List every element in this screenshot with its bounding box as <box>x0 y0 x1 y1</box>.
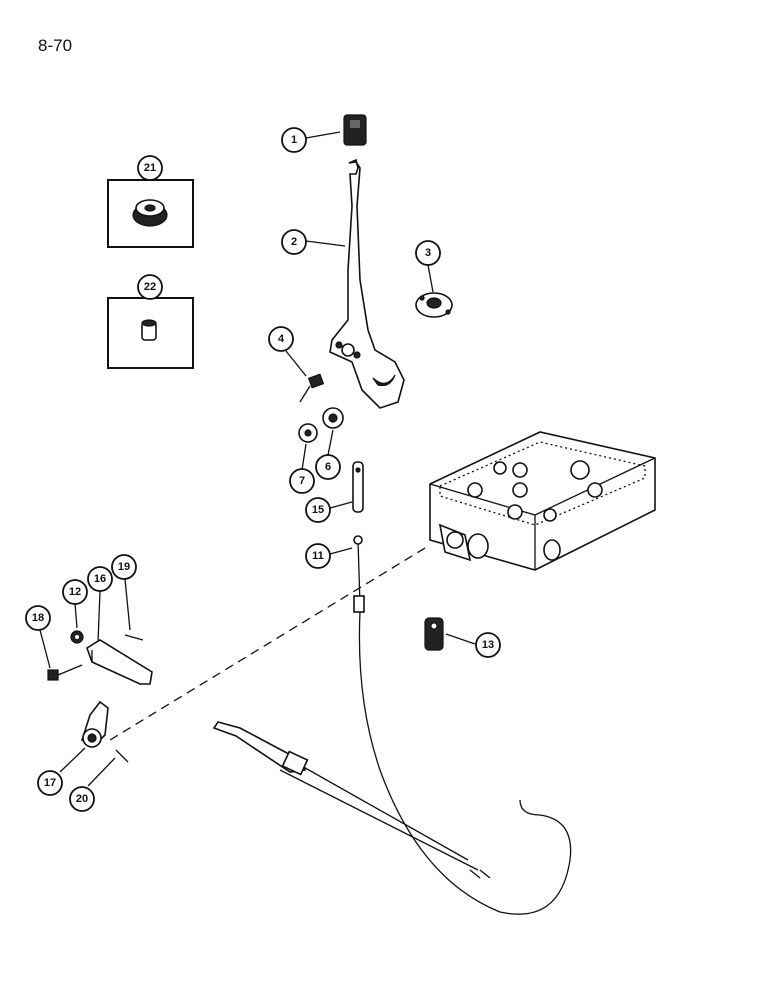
callout-18: 18 <box>25 605 51 631</box>
callout-20: 20 <box>69 786 95 812</box>
side-bolt <box>47 664 83 681</box>
svg-text:19: 19 <box>118 561 130 573</box>
callout-15: 15 <box>305 497 331 523</box>
link-plate <box>352 461 364 513</box>
callout-13: 13 <box>475 632 501 658</box>
lock-washer <box>322 407 344 429</box>
callouts: 1 2 3 4 6 7 11 12 13 15 16 17 18 19 20 2… <box>25 127 501 812</box>
inset-box-22 <box>107 297 194 369</box>
svg-text:6: 6 <box>325 461 331 473</box>
svg-text:2: 2 <box>291 236 297 248</box>
callout-4: 4 <box>268 326 294 352</box>
svg-text:12: 12 <box>69 586 81 598</box>
plug <box>424 617 444 651</box>
callout-3: 3 <box>415 240 441 266</box>
pin <box>124 634 144 641</box>
svg-text:16: 16 <box>94 573 106 585</box>
lever-clamp <box>81 700 109 748</box>
bracket <box>86 639 153 685</box>
callout-2: 2 <box>281 229 307 255</box>
callout-7: 7 <box>289 468 315 494</box>
svg-text:17: 17 <box>44 777 56 789</box>
svg-text:11: 11 <box>312 550 324 562</box>
callout-1: 1 <box>281 127 307 153</box>
svg-text:22: 22 <box>144 281 156 293</box>
svg-text:15: 15 <box>312 504 324 516</box>
inset-box-21 <box>107 179 194 248</box>
nut <box>70 630 84 644</box>
control-lever <box>329 158 405 409</box>
callout-21: 21 <box>137 155 163 181</box>
callout-12: 12 <box>62 579 88 605</box>
page-number: 8-70 <box>38 36 73 55</box>
alignment-line <box>109 544 431 741</box>
svg-text:13: 13 <box>482 639 494 651</box>
roll-pin <box>115 749 129 763</box>
svg-text:3: 3 <box>425 247 431 259</box>
lever-knob <box>343 114 367 146</box>
svg-text:21: 21 <box>144 162 156 174</box>
flange-bushing <box>415 292 453 318</box>
svg-text:1: 1 <box>291 134 297 146</box>
svg-text:4: 4 <box>278 333 285 345</box>
callout-16: 16 <box>87 566 113 592</box>
control-cable <box>212 535 572 915</box>
svg-text:18: 18 <box>32 612 44 624</box>
leader-lines <box>39 131 476 787</box>
callout-22: 22 <box>137 274 163 300</box>
callout-6: 6 <box>315 454 341 480</box>
bolt <box>299 373 325 403</box>
svg-text:7: 7 <box>299 475 305 487</box>
callout-19: 19 <box>111 554 137 580</box>
washer <box>298 423 318 443</box>
callout-17: 17 <box>37 770 63 796</box>
valve-body <box>429 431 656 571</box>
callout-11: 11 <box>305 543 331 569</box>
svg-text:20: 20 <box>76 793 88 805</box>
